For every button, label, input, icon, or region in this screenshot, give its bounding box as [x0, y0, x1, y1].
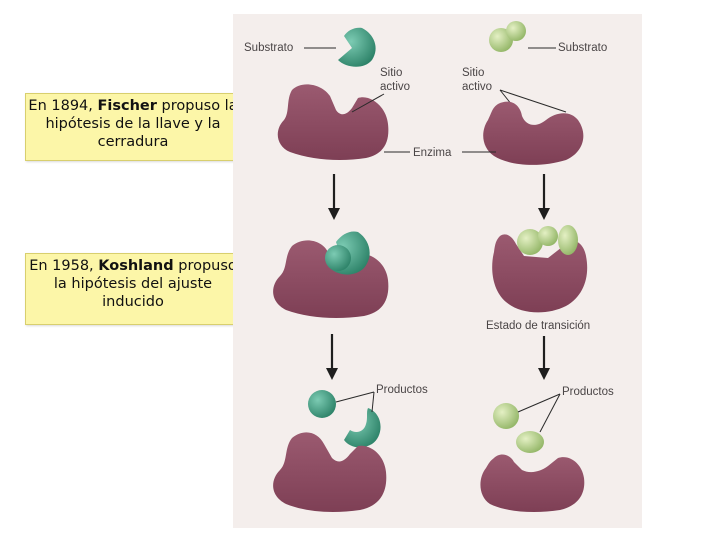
right-arrow-2-head	[538, 368, 550, 380]
right-substrate-bound	[517, 225, 578, 255]
right-products-leader-1	[517, 393, 561, 413]
left-arrow-2-head	[326, 368, 338, 380]
right-enzyme-1	[483, 101, 584, 165]
right-enzyme-3	[480, 454, 585, 512]
right-active-site-line1: Sitio	[462, 67, 484, 79]
right-product-2	[516, 431, 544, 453]
koshland-note-text-before: En 1958,	[29, 258, 99, 274]
left-products-label: Productos	[376, 384, 428, 396]
right-arrow-1-head	[538, 208, 550, 220]
left-products-leader-1	[335, 391, 375, 403]
right-substrate-label: Substrato	[558, 42, 607, 54]
left-active-site-line1: Sitio	[380, 67, 402, 79]
left-active-site-line2: activo	[380, 81, 410, 93]
left-substrate-label: Substrato	[244, 42, 293, 54]
right-products-leader-2	[539, 393, 561, 433]
right-active-site-line2: activo	[462, 81, 492, 93]
right-substrate	[489, 21, 526, 52]
koshland-name: Koshland	[98, 258, 174, 274]
transition-state-label: Estado de transición	[486, 320, 590, 332]
right-enzyme-2	[492, 234, 588, 313]
koshland-note: En 1958, Koshland propuso la hipótesis d…	[25, 253, 241, 325]
fischer-note-text-after: propuso la hipótesis de la llave y la ce…	[45, 98, 238, 150]
left-substrate-bound	[325, 231, 370, 275]
enzyme-models-figure: Substrato Sitio activo Productos Substra…	[233, 14, 642, 528]
left-product-1	[308, 390, 336, 418]
koshland-note-text-after: propuso la hipótesis del ajuste inducido	[53, 258, 237, 310]
left-enzyme-3	[273, 432, 387, 512]
left-active-site-leader	[351, 93, 385, 113]
fischer-name: Fischer	[97, 98, 157, 114]
enzyme-label: Enzima	[413, 147, 452, 159]
right-active-site-leader-2	[499, 89, 567, 113]
right-products-label: Productos	[562, 386, 614, 398]
left-arrow-1-head	[328, 208, 340, 220]
left-enzyme-1	[277, 84, 389, 160]
left-product-2	[344, 408, 381, 448]
left-substrate	[338, 27, 376, 67]
right-product-1	[493, 403, 519, 429]
left-products-leader-2	[371, 391, 375, 413]
fischer-note-text-before: En 1894,	[28, 98, 98, 114]
fischer-note: En 1894, Fischer propuso la hipótesis de…	[25, 93, 241, 161]
